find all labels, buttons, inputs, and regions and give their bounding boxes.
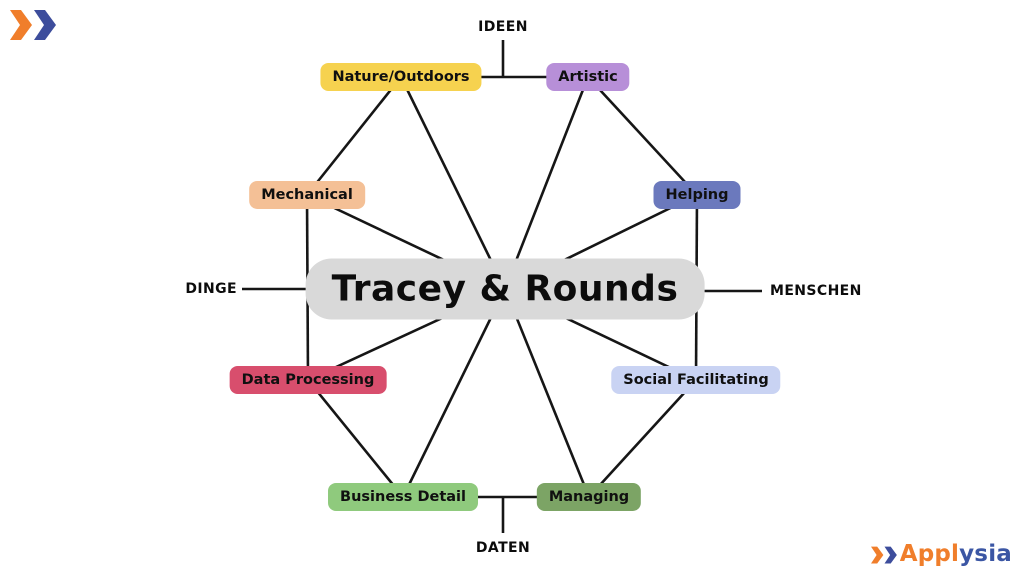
- chevron-orange-icon: [10, 10, 32, 40]
- node-social-facilitating: Social Facilitating: [611, 365, 781, 395]
- edge-business-dataproc: [306, 379, 405, 498]
- chevron-orange-icon: [870, 546, 884, 563]
- double-chevron-icon: [870, 546, 897, 563]
- brand-logo: [10, 9, 58, 45]
- radial-center-managing: [503, 288, 591, 498]
- axis-label-ideen: IDEEN: [478, 19, 528, 35]
- edge-artistic-helping: [587, 76, 698, 196]
- applysia-logo: Applysia: [870, 543, 1012, 566]
- node-nature-outdoors: Nature/Outdoors: [320, 62, 482, 92]
- wordmark-blue-part: ysia: [959, 541, 1012, 567]
- axis-label-menschen: MENSCHEN: [770, 283, 862, 299]
- axis-label-daten: DATEN: [475, 540, 531, 556]
- node-data-processing: Data Processing: [229, 365, 387, 395]
- radial-center-business: [401, 288, 507, 498]
- node-artistic: Artistic: [546, 62, 630, 92]
- edge-mechanical-nature: [305, 76, 403, 196]
- radial-center-artistic: [503, 76, 590, 290]
- chevron-blue-icon: [34, 10, 56, 40]
- node-business-detail: Business Detail: [328, 482, 478, 512]
- applysia-wordmark: Applysia: [900, 543, 1012, 566]
- center-title: Tracey & Rounds: [305, 258, 705, 320]
- radial-center-nature: [399, 76, 507, 290]
- edge-social-managing: [588, 379, 697, 498]
- double-chevron-icon: [10, 10, 56, 40]
- wordmark-orange-part: Appl: [899, 541, 960, 567]
- node-managing: Managing: [536, 482, 642, 512]
- node-helping: Helping: [653, 180, 741, 210]
- chevron-blue-icon: [884, 546, 897, 563]
- axis-label-dinge: DINGE: [185, 281, 237, 297]
- node-mechanical: Mechanical: [249, 180, 365, 210]
